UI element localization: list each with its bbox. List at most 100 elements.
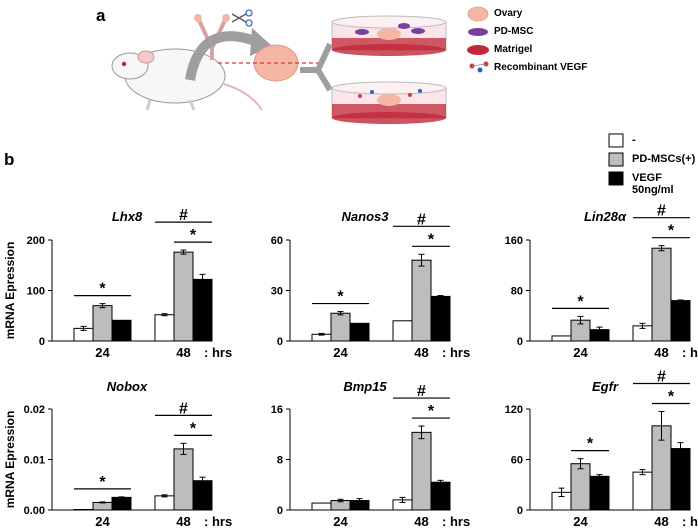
scissors-icon bbox=[231, 9, 253, 27]
x-tick-label: 48 bbox=[654, 345, 668, 360]
bar-legend-pdmsc-label: PD-MSCs(+) bbox=[632, 153, 696, 165]
bar-legend-pdmsc-swatch bbox=[608, 152, 624, 167]
significance-marker: # bbox=[179, 400, 188, 417]
legend-msc-cell-icon bbox=[468, 28, 488, 36]
significance-marker: # bbox=[657, 203, 666, 220]
y-tick-label: 60 bbox=[511, 455, 523, 467]
bar-control-24h bbox=[311, 502, 332, 511]
bar-control-48h bbox=[392, 320, 413, 342]
x-unit-label: : hrs bbox=[204, 345, 232, 360]
bar-pdmsc-24h bbox=[92, 501, 113, 511]
y-tick-label: 8 bbox=[277, 455, 283, 467]
bar-legend-vegf-label: VEGF 50ng/ml bbox=[632, 172, 674, 196]
bar-control-48h bbox=[632, 471, 653, 511]
chart-title: Bmp15 bbox=[343, 379, 387, 394]
legend-ovary-label: Ovary bbox=[494, 8, 523, 19]
y-tick-label: 0.02 bbox=[24, 404, 45, 416]
y-tick-label: 30 bbox=[271, 286, 283, 298]
legend-vegf-label: Recombinant VEGF bbox=[494, 62, 588, 73]
significance-marker: # bbox=[179, 207, 188, 224]
significance-marker: * bbox=[668, 223, 675, 240]
x-tick-label: 24 bbox=[573, 514, 588, 529]
chart-title: Nobox bbox=[107, 379, 148, 394]
y-tick-label: 120 bbox=[505, 404, 523, 416]
y-axis-label: mRNA Epression bbox=[3, 411, 17, 509]
bar-legend-vegf-swatch bbox=[608, 171, 624, 186]
uterus-icon bbox=[194, 14, 230, 60]
x-tick-label: 48 bbox=[176, 345, 190, 360]
bar-vegf-48h bbox=[430, 481, 451, 511]
y-tick-label: 160 bbox=[505, 235, 523, 247]
x-unit-label: : hrs bbox=[204, 514, 232, 529]
y-tick-label: 80 bbox=[511, 286, 523, 298]
bar-legend-control-swatch bbox=[608, 133, 624, 148]
x-unit-label: : hrs bbox=[442, 345, 470, 360]
bar-pdmsc-48h bbox=[173, 251, 194, 342]
x-tick-label: 24 bbox=[573, 345, 588, 360]
chart-title: Nanos3 bbox=[342, 209, 390, 224]
significance-marker: * bbox=[337, 289, 344, 306]
significance-marker: * bbox=[99, 474, 106, 491]
x-tick-label: 24 bbox=[95, 345, 110, 360]
x-unit-label: : hrs bbox=[682, 514, 698, 529]
bar-vegf-48h bbox=[430, 295, 451, 342]
y-axis-label: mRNA Epression bbox=[3, 242, 17, 340]
bar-pdmsc-48h bbox=[651, 247, 672, 342]
x-tick-label: 48 bbox=[414, 345, 428, 360]
legend-vegf-molecule-icon bbox=[469, 61, 489, 73]
bar-vegf-24h bbox=[111, 496, 132, 511]
significance-marker: * bbox=[190, 227, 197, 244]
bar-control-24h bbox=[551, 335, 572, 342]
bar-control-48h bbox=[154, 314, 175, 342]
dish-pdmsc-icon bbox=[331, 15, 447, 56]
schematic bbox=[111, 6, 489, 124]
transfer-arrow-icon bbox=[185, 31, 260, 81]
bar-pdmsc-24h bbox=[330, 312, 351, 342]
bar-pdmsc-48h bbox=[173, 448, 194, 511]
bar-vegf-48h bbox=[192, 480, 213, 511]
y-tick-label: 0 bbox=[277, 336, 283, 348]
y-tick-label: 16 bbox=[271, 404, 283, 416]
y-tick-label: 200 bbox=[27, 235, 45, 247]
split-arrow-icon bbox=[300, 42, 333, 92]
x-tick-label: 48 bbox=[654, 514, 668, 529]
transfer-arrowhead-icon bbox=[250, 28, 272, 56]
legend-matrigel-icon bbox=[467, 45, 489, 55]
significance-marker: * bbox=[428, 403, 435, 420]
x-tick-label: 24 bbox=[333, 514, 348, 529]
bar-control-48h bbox=[154, 495, 175, 511]
y-tick-label: 0 bbox=[277, 505, 283, 517]
significance-marker: # bbox=[657, 369, 666, 386]
bar-vegf-24h bbox=[589, 475, 610, 511]
x-tick-label: 48 bbox=[414, 514, 428, 529]
x-unit-label: : hrs bbox=[682, 345, 698, 360]
significance-marker: * bbox=[577, 293, 584, 310]
chart-title: Lhx8 bbox=[112, 209, 143, 224]
significance-marker: * bbox=[668, 389, 675, 406]
panel-a-label: a bbox=[96, 6, 106, 25]
significance-marker: # bbox=[417, 211, 426, 228]
bar-vegf-24h bbox=[349, 322, 370, 342]
y-tick-label: 100 bbox=[27, 286, 45, 298]
significance-marker: * bbox=[99, 281, 106, 298]
legend-ovary-icon bbox=[467, 6, 489, 22]
y-tick-label: 0 bbox=[517, 336, 523, 348]
bar-pdmsc-48h bbox=[411, 259, 432, 342]
bar-vegf-48h bbox=[670, 300, 691, 342]
y-tick-label: 0 bbox=[517, 505, 523, 517]
bar-vegf-48h bbox=[192, 278, 213, 342]
x-tick-label: 24 bbox=[333, 345, 348, 360]
y-tick-label: 60 bbox=[271, 235, 283, 247]
panel-b-label: b bbox=[4, 150, 15, 169]
significance-marker: * bbox=[428, 231, 435, 248]
significance-marker: * bbox=[587, 436, 594, 453]
bar-pdmsc-48h bbox=[411, 431, 432, 511]
y-tick-label: 0.01 bbox=[24, 455, 45, 467]
bar-control-24h bbox=[73, 508, 94, 511]
